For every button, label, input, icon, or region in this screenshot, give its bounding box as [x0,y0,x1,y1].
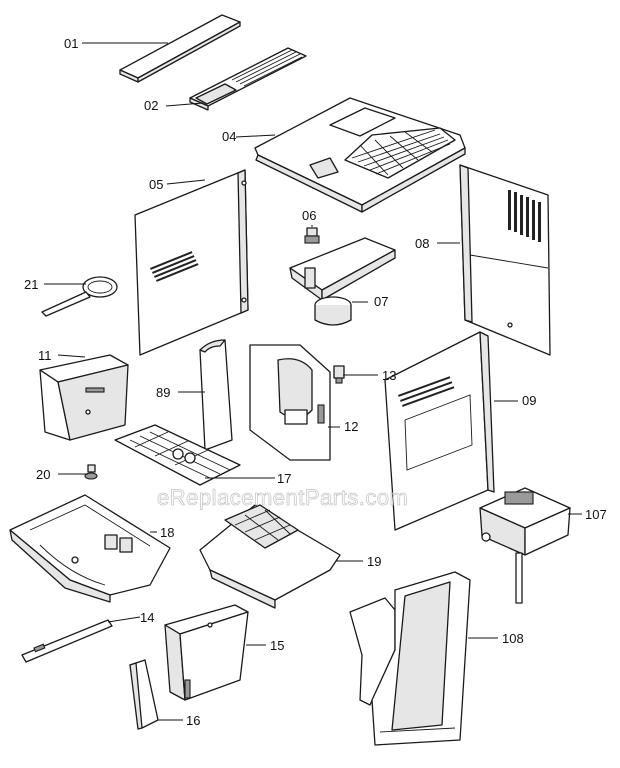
part-108-milk-jug [349,571,471,746]
callout-107: 107 [585,507,607,522]
callout-20: 20 [36,467,50,482]
part-04-top-cover-tray [254,97,466,213]
callout-07: 07 [374,294,388,309]
callout-12: 12 [344,419,358,434]
part-01-lid [119,14,241,83]
callout-21: 21 [24,277,38,292]
part-06-valve [304,227,320,244]
part-11-grounds-container [39,354,129,441]
part-16-tank-cover [129,659,159,730]
callout-05: 05 [149,177,163,192]
watermark: eReplacementParts.com [157,485,408,510]
part-14-tube-stick [21,619,113,663]
part-02-grille-cover [189,47,307,111]
callout-16: 16 [186,713,200,728]
part-15-water-tank [164,604,249,701]
callout-19: 19 [367,554,381,569]
callout-01: 01 [64,36,78,51]
callout-02: 02 [144,98,158,113]
callout-108: 108 [502,631,524,646]
callout-labels: 01 02 04 05 06 07 08 09 11 12 13 14 15 1… [24,36,607,728]
part-17-drip-tray-grid [114,424,241,486]
callout-18: 18 [160,525,174,540]
part-09-front-panel [384,331,495,531]
leader-lines [44,42,582,721]
part-07-water-channel [289,237,396,326]
callout-04: 04 [222,129,236,144]
callout-89: 89 [156,385,170,400]
callout-09: 09 [522,393,536,408]
part-13-connector [333,365,345,384]
callout-08: 08 [415,236,429,251]
part-20-foot [84,464,98,480]
part-18-drip-tray-base [9,494,171,603]
part-05-left-side-panel [134,169,249,356]
part-08-right-side-panel [459,164,551,356]
callout-17: 17 [277,471,291,486]
callout-15: 15 [270,638,284,653]
part-89-side-insert [199,339,233,451]
part-19-base-frame [199,504,341,609]
part-21-measuring-scoop [41,276,118,317]
callout-06: 06 [302,208,316,223]
callout-13: 13 [382,368,396,383]
part-12-brew-group-housing [249,344,331,461]
part-107-milk-module [479,487,571,604]
callout-11: 11 [38,348,52,363]
callout-14: 14 [140,610,154,625]
